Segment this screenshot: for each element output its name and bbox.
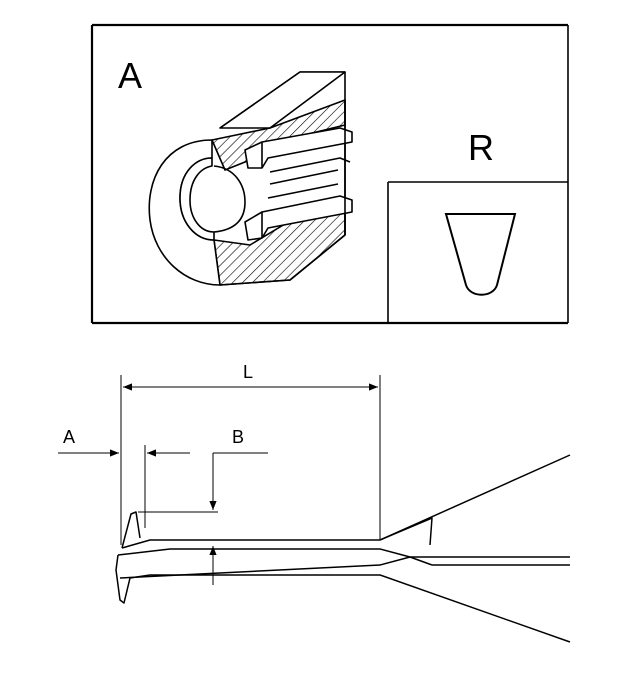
- tip-profile-shape: [444, 213, 517, 296]
- detail-frame: [90, 23, 569, 325]
- view-label-a: A: [118, 55, 142, 96]
- dimension-l-label: L: [243, 362, 253, 382]
- dimension-l: [120, 375, 381, 545]
- dimension-a: [58, 445, 190, 528]
- sectioned-cylinder-illustration: [148, 71, 353, 286]
- pliers-outline: [115, 454, 571, 643]
- dimension-a-label: A: [63, 427, 75, 447]
- dimension-b: [138, 452, 268, 585]
- inset-label-r: R: [468, 127, 494, 168]
- inset-frame-r: [387, 181, 568, 323]
- dimension-b-label: B: [232, 427, 244, 447]
